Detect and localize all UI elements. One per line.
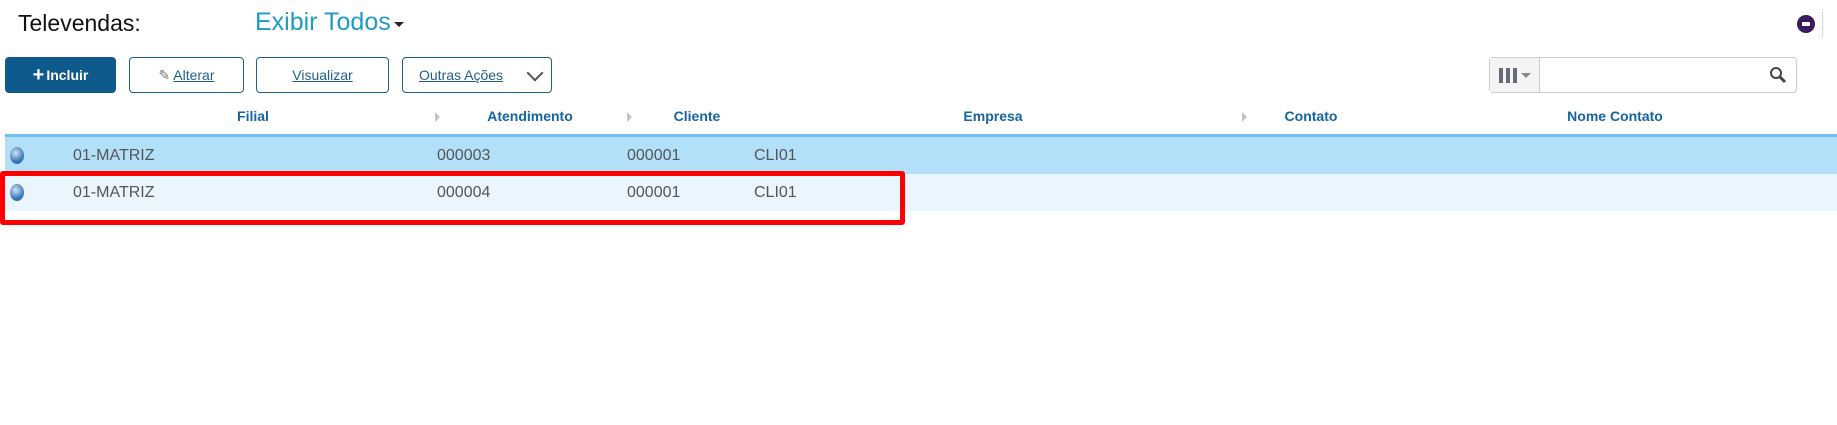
sort-icon[interactable]	[1242, 112, 1247, 122]
table-row[interactable]: 01-MATRIZ 000003 000001 CLI01	[5, 137, 1837, 174]
search-icon	[1770, 67, 1787, 84]
cell-filial: 01-MATRIZ	[73, 184, 155, 201]
status-legend-icon	[10, 184, 24, 201]
alterar-label: Alterar	[173, 67, 215, 83]
view-filter-dropdown[interactable]: Exibir Todos	[255, 8, 391, 36]
caret-down-icon[interactable]	[394, 22, 404, 27]
outras-acoes-label: Outras Ações	[419, 67, 504, 83]
incluir-label: Incluir	[46, 67, 89, 83]
caret-down-icon	[1520, 72, 1531, 78]
sort-icon[interactable]	[435, 112, 440, 122]
column-header-cliente[interactable]: Cliente	[673, 108, 721, 124]
status-legend-icon	[10, 147, 24, 164]
plus-icon: +	[32, 63, 45, 86]
visualizar-button[interactable]: Visualizar	[256, 57, 389, 93]
column-header-empresa[interactable]: Empresa	[963, 108, 1023, 124]
visualizar-label: Visualizar	[292, 67, 353, 83]
cell-cliente: 000001	[627, 147, 681, 164]
cell-cliente: 000001	[627, 184, 681, 201]
header-divider	[5, 134, 1837, 137]
app-logo-icon[interactable]	[1797, 15, 1815, 33]
page-title: Televendas:	[18, 10, 141, 36]
alterar-button[interactable]: ✎Alterar	[129, 57, 244, 93]
search-box	[1489, 57, 1797, 93]
incluir-button[interactable]: +Incluir	[5, 57, 116, 93]
cell-filial: 01-MATRIZ	[73, 147, 155, 164]
cell-atendimento: 000003	[437, 147, 491, 164]
cell-loja: CLI01	[754, 184, 797, 201]
column-header-filial[interactable]: Filial	[237, 108, 269, 124]
columns-icon	[1498, 67, 1517, 83]
pencil-icon: ✎	[158, 66, 171, 83]
column-header-atendimento[interactable]: Atendimento	[487, 108, 573, 124]
sort-icon[interactable]	[627, 112, 632, 122]
table-row[interactable]: 01-MATRIZ 000004 000001 CLI01	[5, 174, 1837, 211]
chevron-down-icon	[526, 64, 544, 82]
cell-loja: CLI01	[754, 147, 797, 164]
outras-acoes-button[interactable]: Outras Ações	[402, 57, 552, 93]
column-header-nome-contato[interactable]: Nome Contato	[1567, 108, 1663, 124]
cell-atendimento: 000004	[437, 184, 491, 201]
divider	[1822, 12, 1823, 36]
column-header-contato[interactable]: Contato	[1284, 108, 1338, 124]
search-input[interactable]	[1540, 58, 1760, 92]
search-button[interactable]	[1760, 58, 1796, 92]
column-selector-button[interactable]	[1490, 58, 1540, 92]
